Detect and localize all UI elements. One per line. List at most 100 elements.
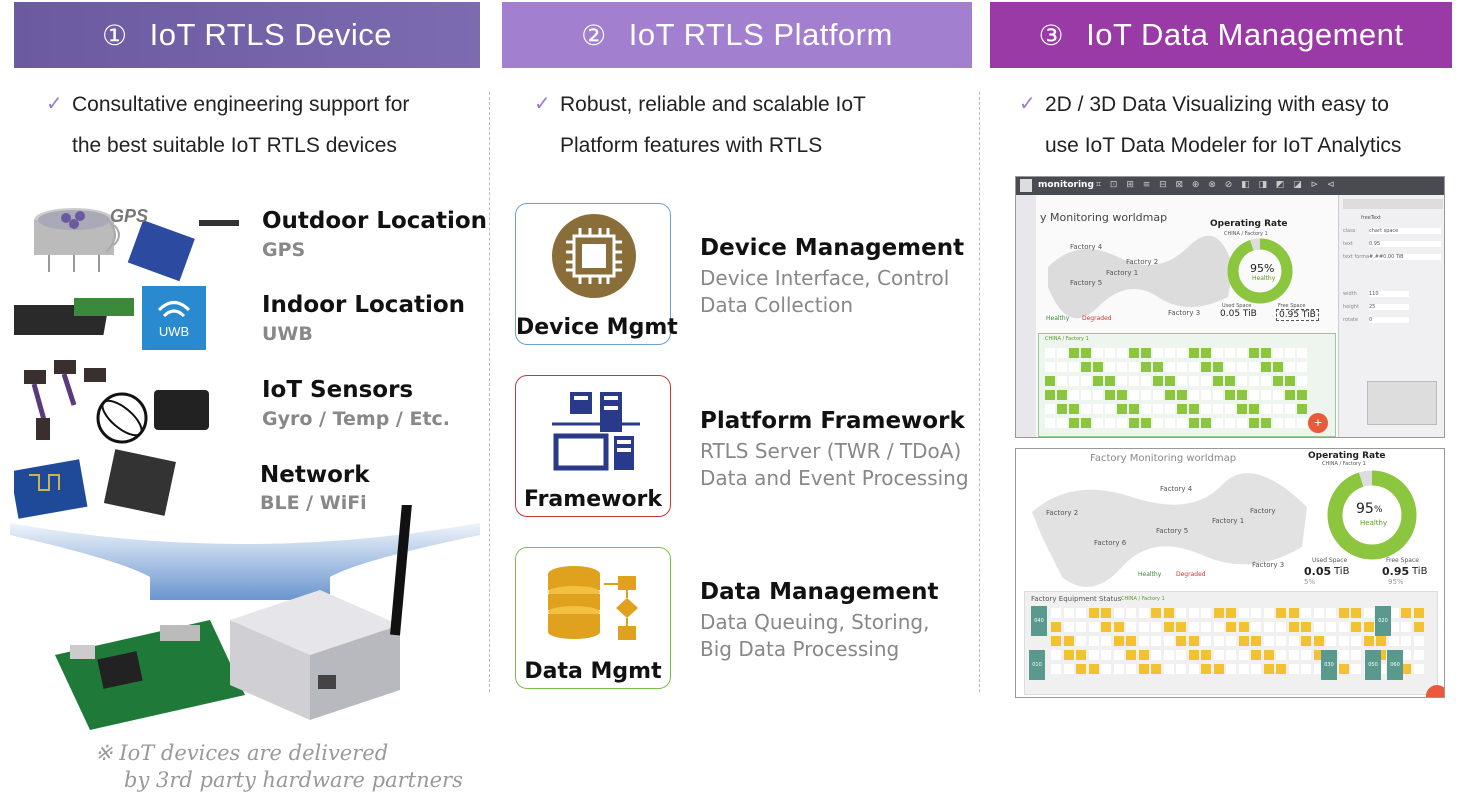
equipment-cell [1326,608,1336,618]
equipment-cell [1301,622,1311,632]
free-value[interactable]: 0.95 TiB [1276,309,1319,321]
equipment-cell [1213,636,1224,646]
feature-line: Data Queuing, Storing, [700,610,930,634]
equipment-cell [1201,418,1211,428]
equipment-cell [1297,418,1307,428]
panel-field[interactable]: chart space [1369,228,1441,234]
panel-field[interactable]: 110 [1369,291,1409,297]
equipment-cell [1165,348,1175,358]
equipment-cell [1261,418,1271,428]
equipment-cell [1105,348,1115,358]
equipment-cell [1351,650,1361,660]
equipment-cell [1297,362,1307,372]
add-button[interactable]: + [1308,413,1328,433]
feature-line: Big Data Processing [700,637,900,661]
equipment-cell [1201,650,1211,660]
map-title: Factory Monitoring worldmap [1090,453,1237,464]
equipment-cell [1388,622,1399,632]
equipment-cell [1141,376,1151,386]
equipment-cell [1081,418,1091,428]
rate-value: 95 [1356,501,1374,517]
device-title: IoT Sensors [262,377,414,403]
device-note: ※ IoT devices are delivered [95,741,389,765]
panel-tabs[interactable] [1343,199,1443,209]
equipment-cell [1141,348,1151,358]
equipment-cell [1338,608,1349,618]
equipment-cell [1225,362,1235,372]
equipment-cell [1251,650,1261,660]
equipment-cell [1141,404,1151,414]
app-logo-icon [1020,179,1032,192]
equipment-cell [1189,390,1199,400]
equipment-cell [1401,636,1411,646]
editor-toolbar: monitoring ⌗ ⊡ ⊞ ≡ ⊟ ⊠ ⊕ ⊗ ⊘ ◧ ◨ ◩ ◪ ⊳ ⊲ [1016,177,1444,195]
equipment-cell [1151,608,1161,618]
equipment-cell [1237,376,1247,386]
equipment-cell [1153,348,1163,358]
column-number: ③ [1038,19,1065,51]
chip-icon [552,214,636,298]
equipment-cell [1213,404,1223,414]
equipment-cell [1251,622,1261,632]
equipment-cell [1188,636,1199,646]
panel-field[interactable]: 0.95 [1369,241,1441,247]
equipment-cell [1285,362,1295,372]
equipment-cell [1177,348,1187,358]
device-title: Outdoor Location [262,208,488,234]
panel-field[interactable]: #,##0.00 TiB [1369,254,1441,260]
equipment-cell [1117,390,1127,400]
legend-healthy: Healthy [1046,315,1070,322]
equipment-cell [1117,376,1127,386]
free-value: 0.95 [1382,565,1410,578]
equipment-cell [1226,664,1236,674]
status-title: Factory Equipment Status [1031,595,1122,603]
equipment-cell [1129,404,1139,414]
add-button[interactable] [1426,685,1444,697]
used-label: Used Space [1222,303,1252,309]
panel-field[interactable]: 0 [1369,317,1409,323]
equipment-cell [1226,636,1236,646]
equipment-cell [1273,418,1283,428]
equipment-cell [1313,650,1324,660]
used-unit: TiB [1334,566,1350,577]
world-map-icon [1032,473,1307,587]
editor-left-tools[interactable] [1016,195,1036,437]
equipment-cell [1076,650,1086,660]
equipment-cell [1088,664,1099,674]
equipment-cell [1129,376,1139,386]
equipment-cell [1388,608,1399,618]
equipment-cell [1177,404,1187,414]
padding-editor[interactable] [1367,381,1437,425]
used-value: 0.05 [1304,565,1332,578]
equipment-cell [1201,636,1211,646]
equipment-cell [1057,348,1067,358]
factory-marker: Factory [1250,507,1276,515]
equipment-cell [1153,376,1163,386]
equipment-cell [1151,650,1161,660]
panel-field[interactable]: 25 [1369,304,1409,310]
equipment-cell [1189,362,1199,372]
properties-panel: freeText class chart space text 0.95 tex… [1338,195,1444,437]
legend-healthy: Healthy [1138,571,1162,578]
toolbar-tools-icon[interactable]: ⌗ ⊡ ⊞ ≡ ⊟ ⊠ ⊕ ⊗ ⊘ ◧ ◨ ◩ ◪ ⊳ ⊲ [1096,180,1338,190]
equipment-cell [1105,418,1115,428]
device-note: by 3rd party hardware partners [124,768,463,792]
factory-marker: Factory 1 [1106,269,1139,277]
factory-marker: Factory 2 [1126,258,1159,266]
bullet-line: Consultative engineering support for [72,93,410,116]
equipment-cell [1069,418,1079,428]
gateway-device-icon [230,505,412,720]
equipment-cell [1376,636,1386,646]
equipment-cell [1263,608,1274,618]
equipment-cell [1101,664,1111,674]
box-label: Device Mgmt [516,315,678,340]
equipment-cell [1081,376,1091,386]
equipment-cell [1113,608,1124,618]
equipment-cell [1138,608,1149,618]
equipment-cell [1129,348,1139,358]
equipment-cell [1297,404,1307,414]
equipment-cell [1301,664,1311,674]
equipment-cell [1163,650,1174,660]
equipment-cell [1249,390,1259,400]
check-icon: ✓ [1019,93,1036,115]
